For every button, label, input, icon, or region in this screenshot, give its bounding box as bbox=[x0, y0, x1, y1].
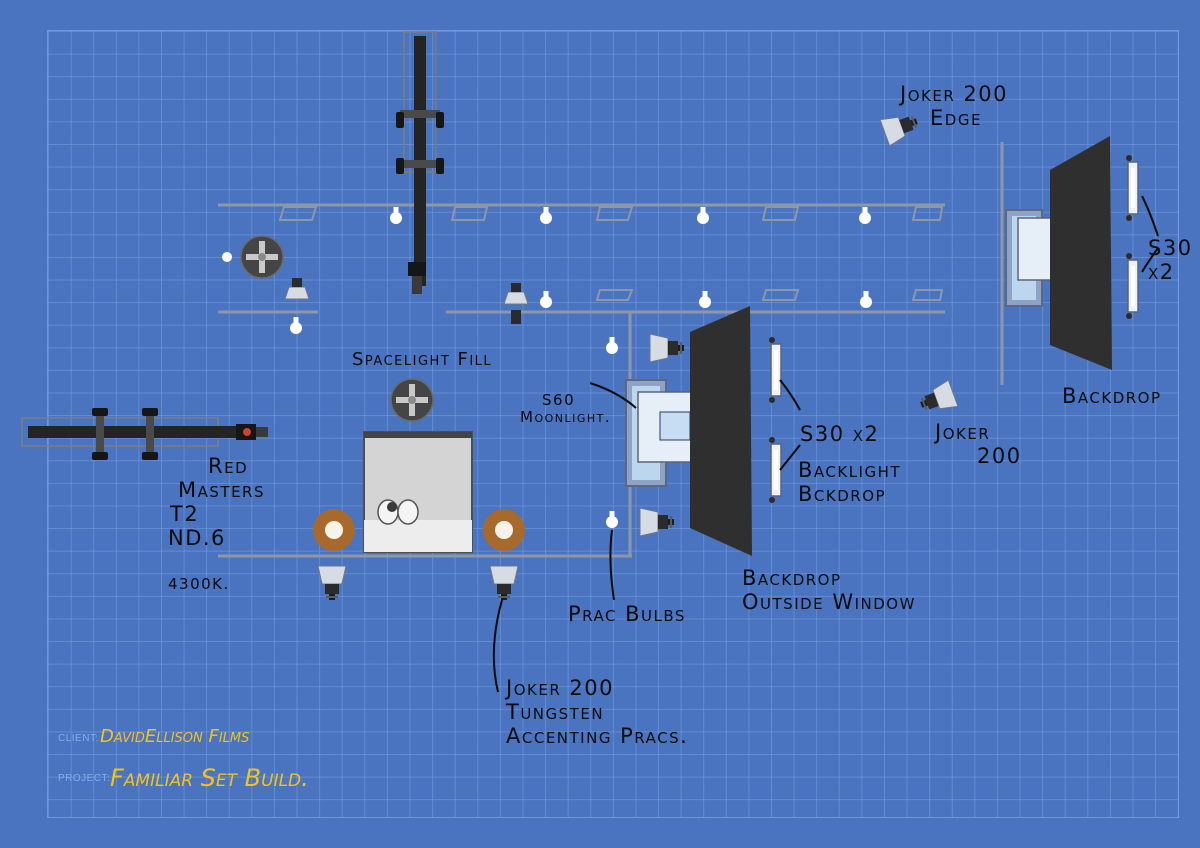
project-value: Familiar Set Build. bbox=[110, 764, 309, 792]
label-spacelight-fill: Spacelight Fill bbox=[352, 349, 493, 370]
label-joker-edge: Joker 200 Edge bbox=[900, 82, 1008, 131]
center-window-backdrop bbox=[625, 306, 782, 556]
camera-crane-top bbox=[396, 31, 444, 294]
practical-brackets bbox=[278, 206, 944, 301]
label-joker-mid: Joker 200 bbox=[935, 420, 1022, 469]
project-label: PROJECT: bbox=[58, 773, 111, 784]
label-backdrop-outside-window: Backdrop Outside Window bbox=[742, 566, 916, 615]
bed bbox=[363, 431, 473, 553]
red-camera-dolly bbox=[21, 408, 268, 460]
label-joker-tungsten: Joker 200 Tungsten Accenting Pracs. bbox=[506, 676, 689, 749]
prac-bulbs bbox=[222, 207, 872, 528]
label-prac-bulbs: Prac Bulbs bbox=[568, 602, 686, 626]
label-4300k: 4300K. bbox=[168, 575, 230, 593]
label-s30-center: S30 x2 bbox=[800, 422, 880, 446]
stand-base bbox=[511, 310, 521, 324]
joker-fixtures bbox=[879, 107, 959, 419]
label-red-masters: Red Masters T2 ND.6 bbox=[168, 454, 265, 551]
joker-tungsten-lights bbox=[317, 565, 519, 601]
label-backlight-backdrop: Backlight Bckdrop bbox=[798, 458, 902, 507]
stand-lights bbox=[284, 277, 529, 324]
bedside-lamps bbox=[313, 509, 525, 551]
set-walls bbox=[218, 142, 1004, 558]
annotation-arrows bbox=[492, 195, 1159, 693]
label-s60-moonlight: S60 Moonlight. bbox=[520, 391, 612, 427]
label-s30-right: S30 x2 bbox=[1148, 236, 1193, 285]
client-value: DavidEllison Films bbox=[100, 726, 250, 747]
client-label: CLIENT: bbox=[58, 733, 99, 744]
spacelight-units bbox=[240, 235, 434, 422]
right-window-backdrop bbox=[1005, 136, 1139, 370]
label-backdrop-right: Backdrop bbox=[1062, 384, 1162, 408]
